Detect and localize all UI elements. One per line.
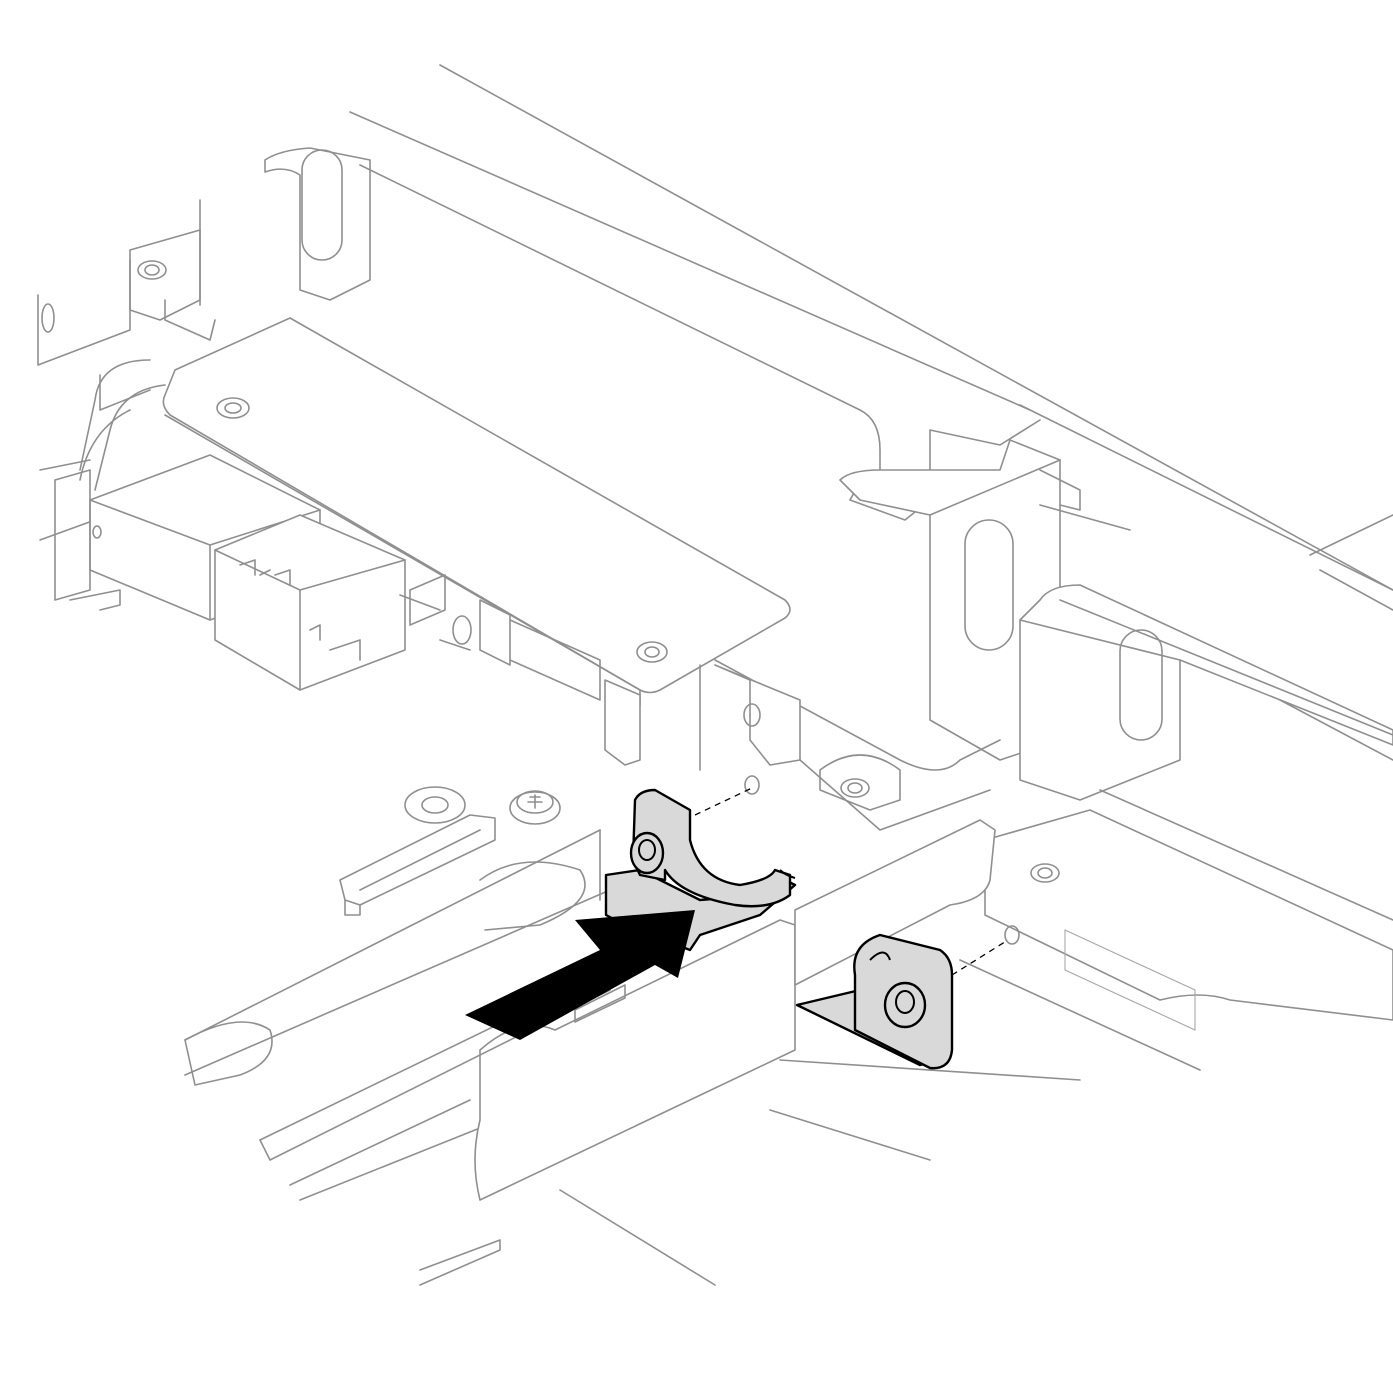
cable-channel — [184, 664, 996, 1201]
chassis-outline — [37, 64, 1393, 1286]
front-io-board — [54, 317, 791, 766]
cable-guide-bracket-right — [795, 933, 954, 1070]
install-direction-arrow — [465, 910, 695, 1040]
alignment-guides — [694, 787, 1009, 976]
